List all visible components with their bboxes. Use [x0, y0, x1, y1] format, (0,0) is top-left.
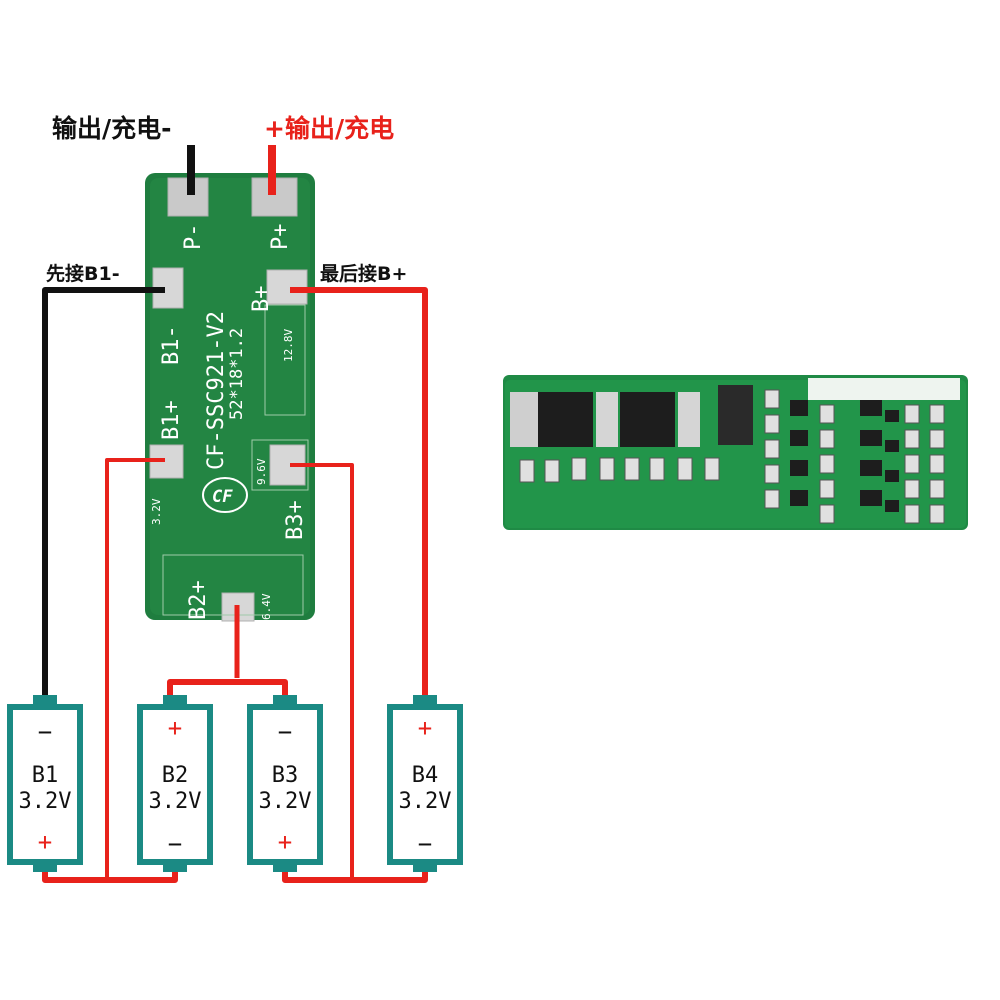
- svg-text:CF: CF: [212, 487, 233, 507]
- wire-b2-b3-link: [167, 679, 288, 695]
- label-output-positive: +输出/充电: [264, 114, 394, 143]
- pcb-product-photo: [503, 375, 968, 530]
- svg-text:−: −: [418, 830, 432, 858]
- silk-p-minus: P-: [181, 224, 206, 251]
- protection-board: P- P+ B1- B+ B1+ B3+ B2+ CF-SSC921-V2 52…: [145, 173, 315, 622]
- label-output-negative: 输出/充电-: [52, 114, 172, 143]
- svg-text:3.2V: 3.2V: [19, 789, 72, 814]
- battery-b4: + B4 3.2V −: [387, 695, 463, 872]
- silk-b1-plus: B1+: [159, 400, 184, 440]
- svg-text:B1: B1: [32, 763, 59, 788]
- wire-b3-b4-link: [282, 870, 428, 883]
- wire-b1-b2-link: [42, 870, 178, 883]
- svg-text:+: +: [38, 828, 52, 856]
- svg-text:−: −: [38, 718, 52, 746]
- cf-logo: CF: [202, 477, 248, 513]
- silk-3-2v: 3.2V: [150, 498, 163, 525]
- silk-b1-minus: B1-: [159, 325, 184, 365]
- svg-text:+: +: [418, 714, 432, 742]
- label-connect-bplus-last: 最后接B+: [320, 263, 407, 285]
- svg-text:3.2V: 3.2V: [149, 789, 202, 814]
- wire-b3-plus: [290, 463, 354, 880]
- silk-9-6v: 9.6V: [255, 458, 268, 485]
- svg-text:+: +: [278, 828, 292, 856]
- svg-text:3.2V: 3.2V: [399, 789, 452, 814]
- mosfet-2: [620, 392, 675, 447]
- silk-b3-plus: B3+: [283, 500, 308, 540]
- svg-text:B3: B3: [272, 763, 299, 788]
- silk-12-8v: 12.8V: [282, 329, 295, 362]
- svg-text:−: −: [278, 718, 292, 746]
- svg-text:−: −: [168, 830, 182, 858]
- silk-size: 52*18*1.2: [227, 328, 247, 420]
- silk-model: CF-SSC921-V2: [204, 311, 229, 470]
- svg-text:B2: B2: [162, 763, 189, 788]
- svg-text:+: +: [168, 714, 182, 742]
- svg-text:3.2V: 3.2V: [259, 789, 312, 814]
- battery-b3: − B3 3.2V +: [247, 695, 323, 872]
- wire-b1-negative: [42, 287, 165, 700]
- silk-b-plus: B+: [249, 286, 274, 313]
- svg-text:B4: B4: [412, 763, 439, 788]
- mosfet-1: [538, 392, 593, 447]
- wires: [42, 145, 428, 883]
- battery-b1: − B1 3.2V +: [7, 695, 83, 872]
- silk-b2-plus: B2+: [186, 580, 211, 620]
- silk-6-4v: 6.4V: [260, 593, 273, 620]
- wire-b-plus: [290, 287, 428, 695]
- inductor: [718, 385, 753, 445]
- wire-b1-plus: [105, 458, 165, 880]
- silk-p-plus: P+: [268, 224, 293, 251]
- label-connect-b1-first: 先接B1-: [46, 262, 120, 285]
- battery-b2: + B2 3.2V −: [137, 695, 213, 872]
